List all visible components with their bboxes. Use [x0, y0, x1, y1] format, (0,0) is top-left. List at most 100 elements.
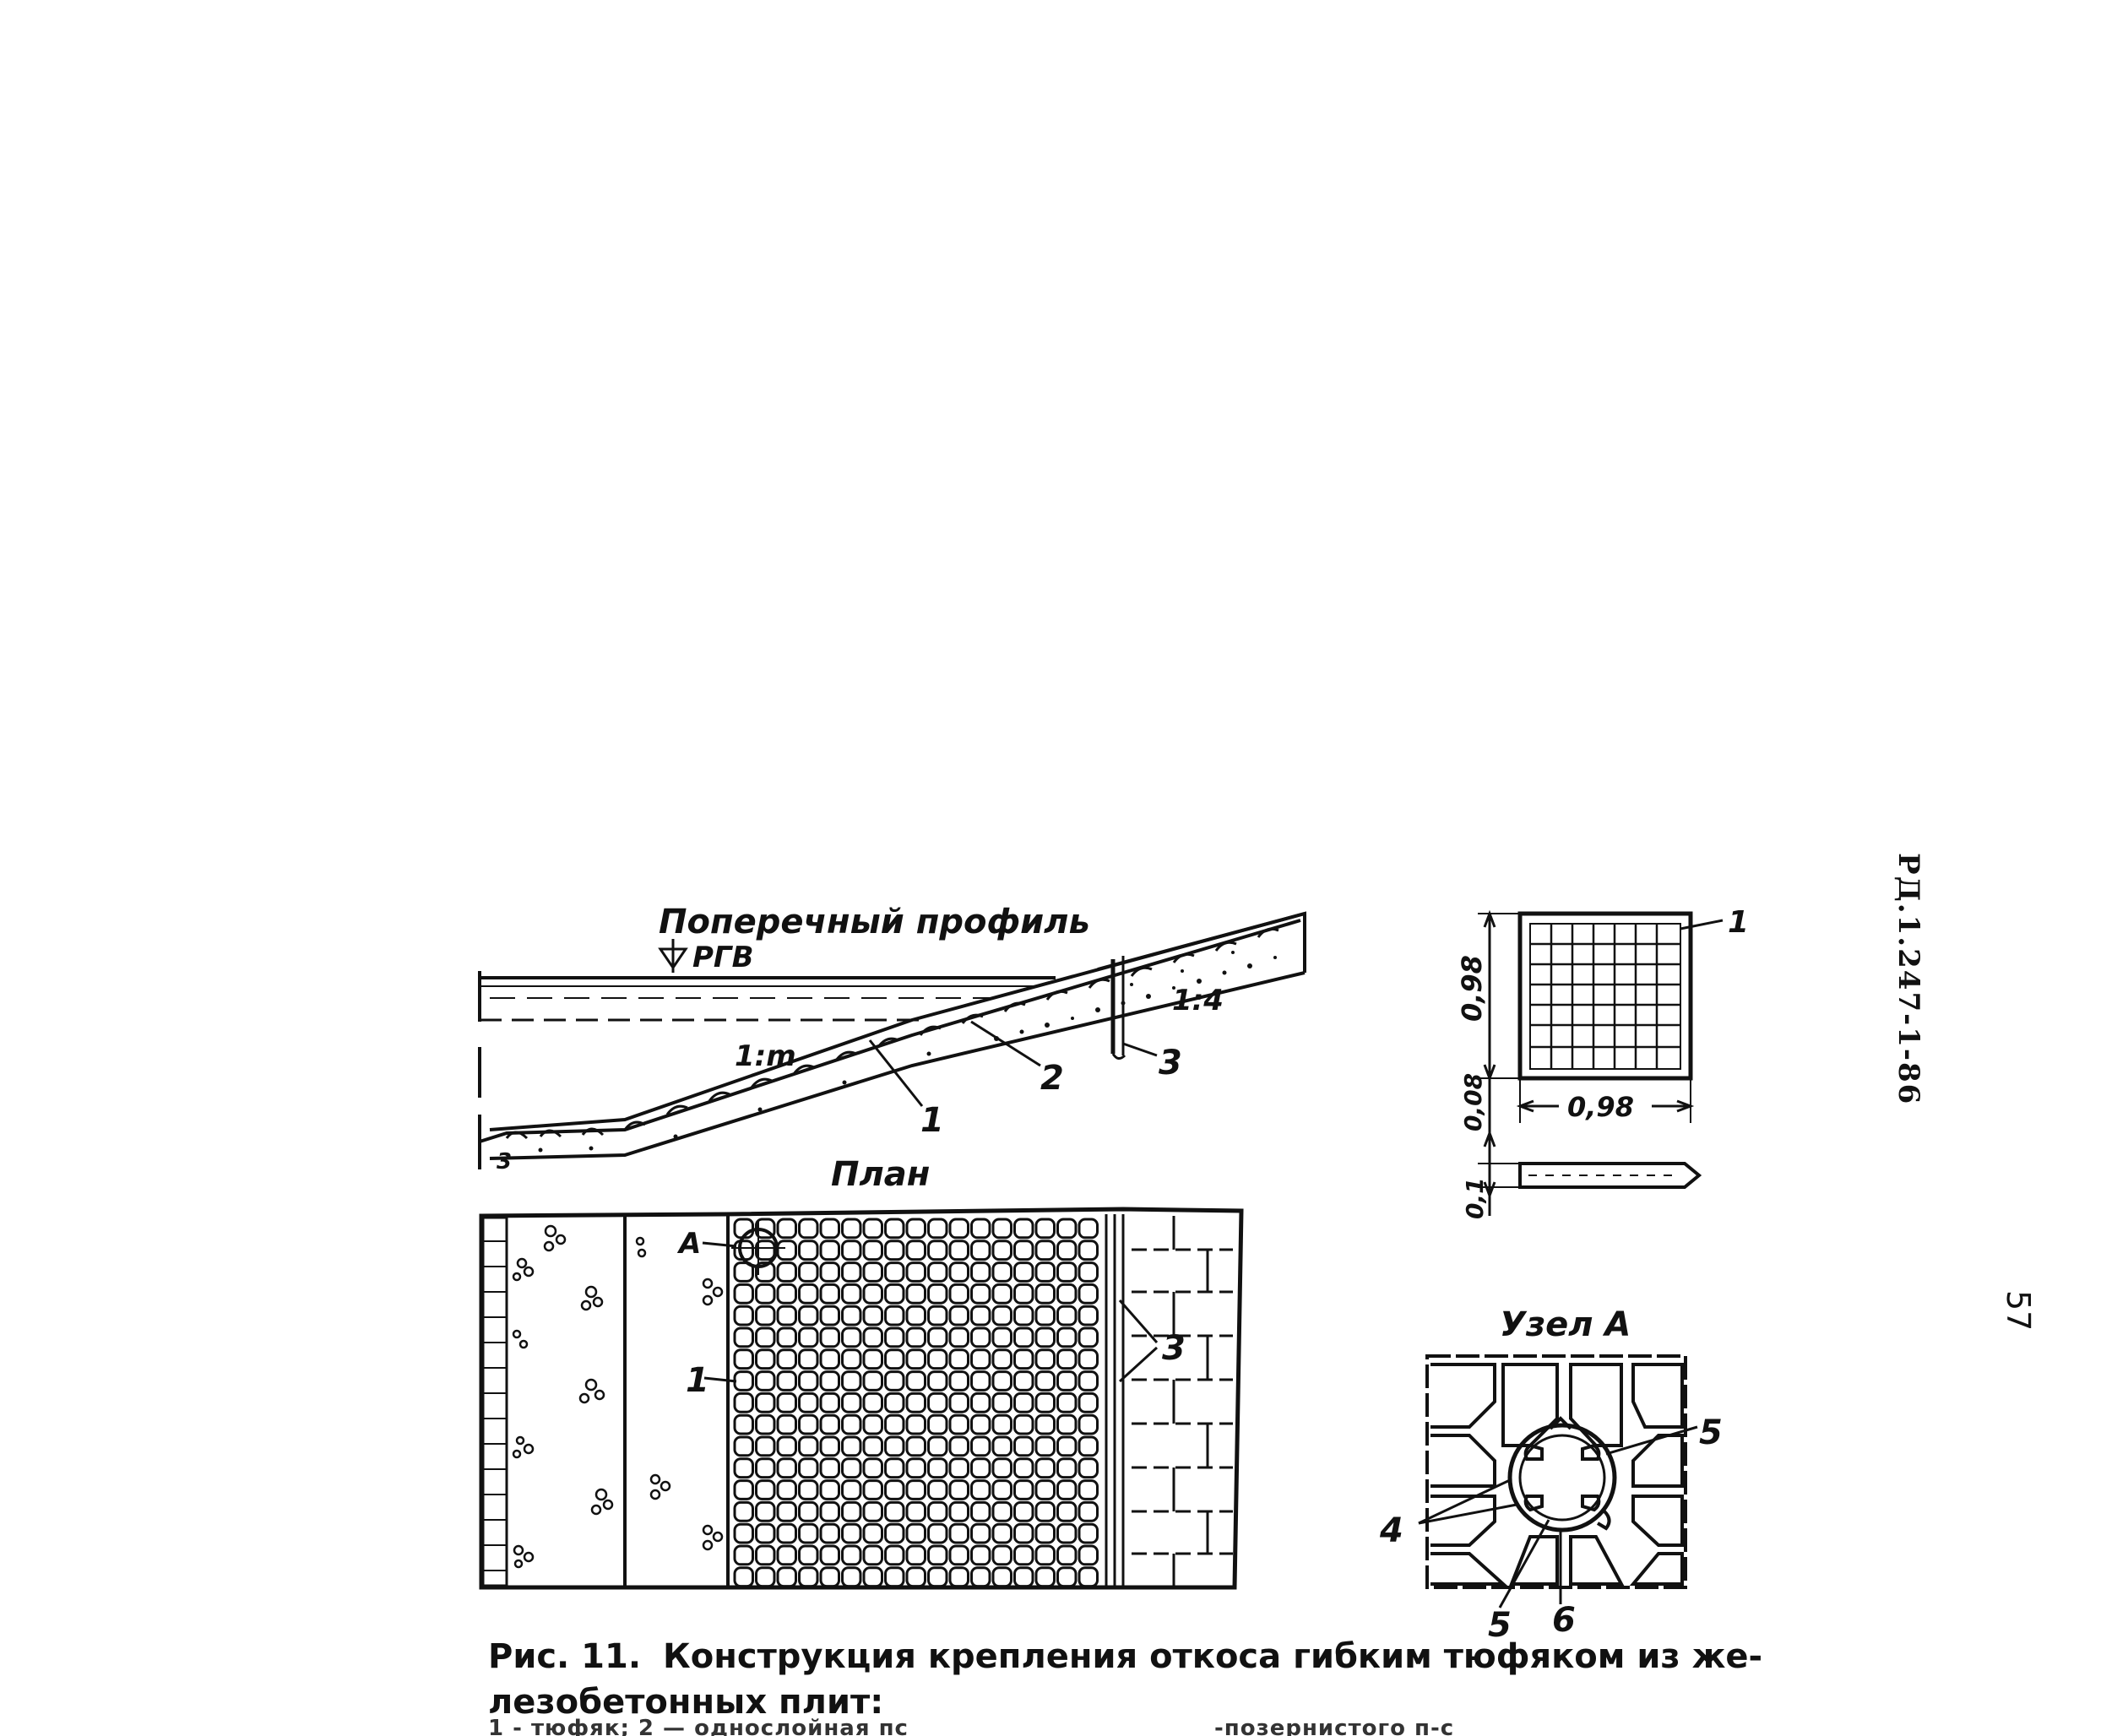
filter-bottom	[489, 971, 1306, 1160]
mattress-plate	[1034, 1566, 1056, 1588]
mattress-plate	[884, 1566, 905, 1588]
mattress-plate	[948, 1370, 969, 1392]
node-callout-4: 4	[1379, 1511, 1403, 1550]
mattress-plate	[1056, 1261, 1078, 1283]
mattress-plate	[1034, 1305, 1056, 1326]
mattress-plate	[798, 1218, 819, 1240]
plate-side-view	[1518, 1162, 1702, 1189]
mattress-plate	[841, 1370, 862, 1392]
mattress-plate	[991, 1392, 1012, 1413]
mattress-plate	[733, 1457, 754, 1479]
mattress-plate	[1056, 1348, 1078, 1370]
mattress-plate	[1013, 1522, 1034, 1544]
mattress-plate	[991, 1522, 1012, 1544]
mattress-plate	[1034, 1522, 1056, 1544]
mattress-plate	[755, 1457, 776, 1479]
plate-dim-gap: 0,08	[1459, 1073, 1487, 1131]
ground-line	[479, 919, 1301, 1143]
mattress-plate	[927, 1326, 948, 1348]
mattress-plate	[905, 1566, 926, 1588]
mattress-plate	[798, 1261, 819, 1283]
mattress-plate	[948, 1479, 969, 1500]
plan-title: План	[831, 1155, 930, 1194]
mattress-plate	[905, 1283, 926, 1305]
mattress-plate	[991, 1435, 1012, 1457]
mattress-grid	[733, 1218, 1099, 1588]
mattress-plate	[905, 1305, 926, 1326]
mattress-plate	[1078, 1283, 1099, 1305]
mattress-plate	[927, 1522, 948, 1544]
mattress-plate	[927, 1566, 948, 1588]
mattress-plate	[948, 1566, 969, 1588]
mattress-plate	[776, 1218, 797, 1240]
mattress-plate	[905, 1413, 926, 1435]
mattress-plate	[970, 1283, 991, 1305]
mattress-plate	[733, 1392, 754, 1413]
mattress-plate	[991, 1479, 1012, 1500]
node-callout-5-right: 5	[1699, 1413, 1723, 1452]
profile-title: Поперечный профиль	[659, 903, 1090, 941]
plate-grid	[1530, 924, 1680, 1069]
mattress-plate	[948, 1348, 969, 1370]
mattress-plate	[905, 1240, 926, 1261]
mattress-plate	[755, 1370, 776, 1392]
mattress-plate	[948, 1413, 969, 1435]
mattress-plate	[862, 1218, 883, 1240]
mattress-plate	[1078, 1413, 1099, 1435]
mattress-plate	[905, 1261, 926, 1283]
mattress-plate	[1078, 1435, 1099, 1457]
mattress-plate	[1078, 1305, 1099, 1326]
figure-caption: Рис. 11.Конструкция крепления откоса гиб…	[488, 1634, 1772, 1725]
mattress-plate	[1013, 1370, 1034, 1392]
mattress-plate	[1078, 1261, 1099, 1283]
mattress-plate	[798, 1435, 819, 1457]
mattress-plate	[1013, 1218, 1034, 1240]
mattress-plate	[755, 1240, 776, 1261]
mattress-plate	[991, 1283, 1012, 1305]
mattress-plate	[1056, 1283, 1078, 1305]
node-title: Узел А	[1500, 1305, 1631, 1344]
mattress-plate	[1056, 1566, 1078, 1588]
mattress-plate	[1056, 1435, 1078, 1457]
mattress-plate	[905, 1370, 926, 1392]
mattress-plate	[733, 1566, 754, 1588]
mattress-plate	[776, 1370, 797, 1392]
mattress-plate	[927, 1479, 948, 1500]
plan-callout-1: 1	[686, 1361, 709, 1400]
mattress-plate	[884, 1413, 905, 1435]
mattress-plate	[1056, 1305, 1078, 1326]
mattress-plate	[798, 1283, 819, 1305]
mattress-plate	[776, 1522, 797, 1544]
mattress-plate	[841, 1522, 862, 1544]
mattress-plate	[1013, 1435, 1034, 1457]
mattress-plate	[1078, 1522, 1099, 1544]
mattress-plate	[970, 1413, 991, 1435]
mattress-plate	[798, 1457, 819, 1479]
mattress-plate	[1034, 1413, 1056, 1435]
mattress-plate	[948, 1457, 969, 1479]
edge-strip	[481, 1216, 508, 1587]
mattress-plate	[819, 1413, 840, 1435]
mattress-plate	[927, 1261, 948, 1283]
mattress-plate	[776, 1283, 797, 1305]
mattress-plate	[1056, 1240, 1078, 1261]
mattress-plate	[970, 1566, 991, 1588]
slope-ratio-upper: 1:4	[1172, 984, 1224, 1017]
mattress-plate	[819, 1544, 840, 1566]
mattress-plate	[884, 1479, 905, 1500]
mattress-plate	[1013, 1240, 1034, 1261]
mattress-blocks	[505, 927, 1279, 1140]
mattress-plate	[733, 1500, 754, 1522]
mattress-plate	[776, 1305, 797, 1326]
mattress-plate	[733, 1261, 754, 1283]
mattress-plate	[841, 1392, 862, 1413]
mattress-plate	[1056, 1218, 1078, 1240]
mattress-plate	[841, 1305, 862, 1326]
mattress-plate	[862, 1261, 883, 1283]
node-a-detail: Узел А	[1379, 1305, 1723, 1645]
mattress-plate	[884, 1326, 905, 1348]
mattress-plate	[905, 1457, 926, 1479]
mattress-plate	[755, 1326, 776, 1348]
mattress-plate	[862, 1544, 883, 1566]
